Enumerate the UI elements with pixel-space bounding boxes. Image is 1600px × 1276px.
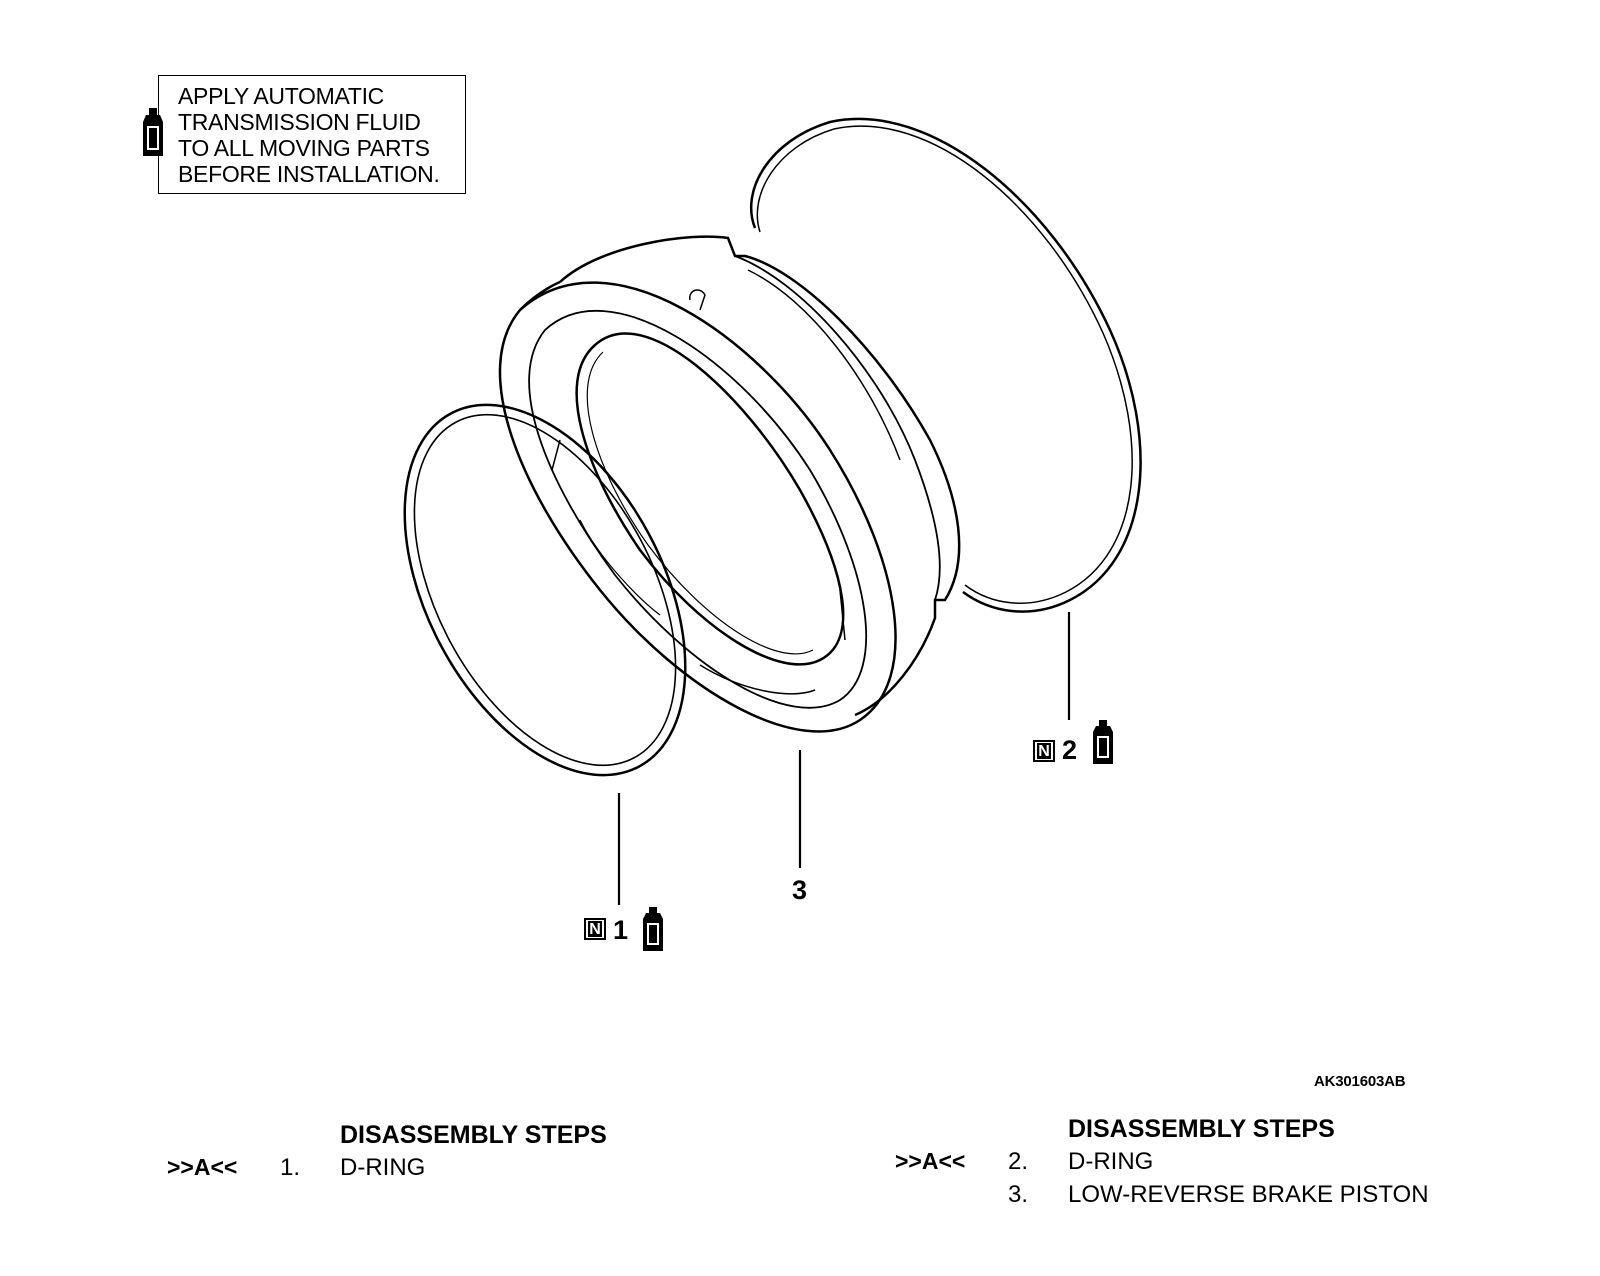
fluid-bottle-icon xyxy=(143,108,163,156)
note-line-1: APPLY AUTOMATIC xyxy=(178,83,384,109)
steps-heading-right: DISASSEMBLY STEPS xyxy=(1068,1115,1335,1143)
note-box xyxy=(158,75,466,194)
new-part-mark-2: N xyxy=(1033,740,1055,762)
new-part-mark-1: N xyxy=(584,918,606,940)
callout-number-3: 3 xyxy=(792,875,808,905)
fluid-bottle-icon xyxy=(1093,720,1113,764)
callout-number-2: 2 xyxy=(1062,735,1078,765)
fluid-bottle-icon xyxy=(643,907,663,951)
note-line-4: BEFORE INSTALLATION. xyxy=(178,161,440,187)
steps-heading-left: DISASSEMBLY STEPS xyxy=(340,1121,607,1149)
note-line-3: TO ALL MOVING PARTS xyxy=(178,135,430,161)
step-label-1: D-RING xyxy=(340,1154,426,1181)
d-ring-small xyxy=(403,403,687,777)
figure-id: AK301603AB xyxy=(1314,1073,1406,1090)
step-num-2: 2. xyxy=(1008,1148,1029,1175)
step-num-1: 1. xyxy=(280,1154,301,1181)
step-ref-1: >>A<< xyxy=(167,1154,238,1180)
callout-number-1: 1 xyxy=(613,915,629,945)
d-ring-large xyxy=(749,117,1142,613)
step-num-3: 3. xyxy=(1008,1181,1029,1208)
step-ref-2: >>A<< xyxy=(895,1148,966,1174)
brake-piston xyxy=(498,235,961,733)
note-line-2: TRANSMISSION FLUID xyxy=(178,109,421,135)
step-label-2: D-RING xyxy=(1068,1148,1154,1175)
step-label-3: LOW-REVERSE BRAKE PISTON xyxy=(1068,1181,1429,1208)
